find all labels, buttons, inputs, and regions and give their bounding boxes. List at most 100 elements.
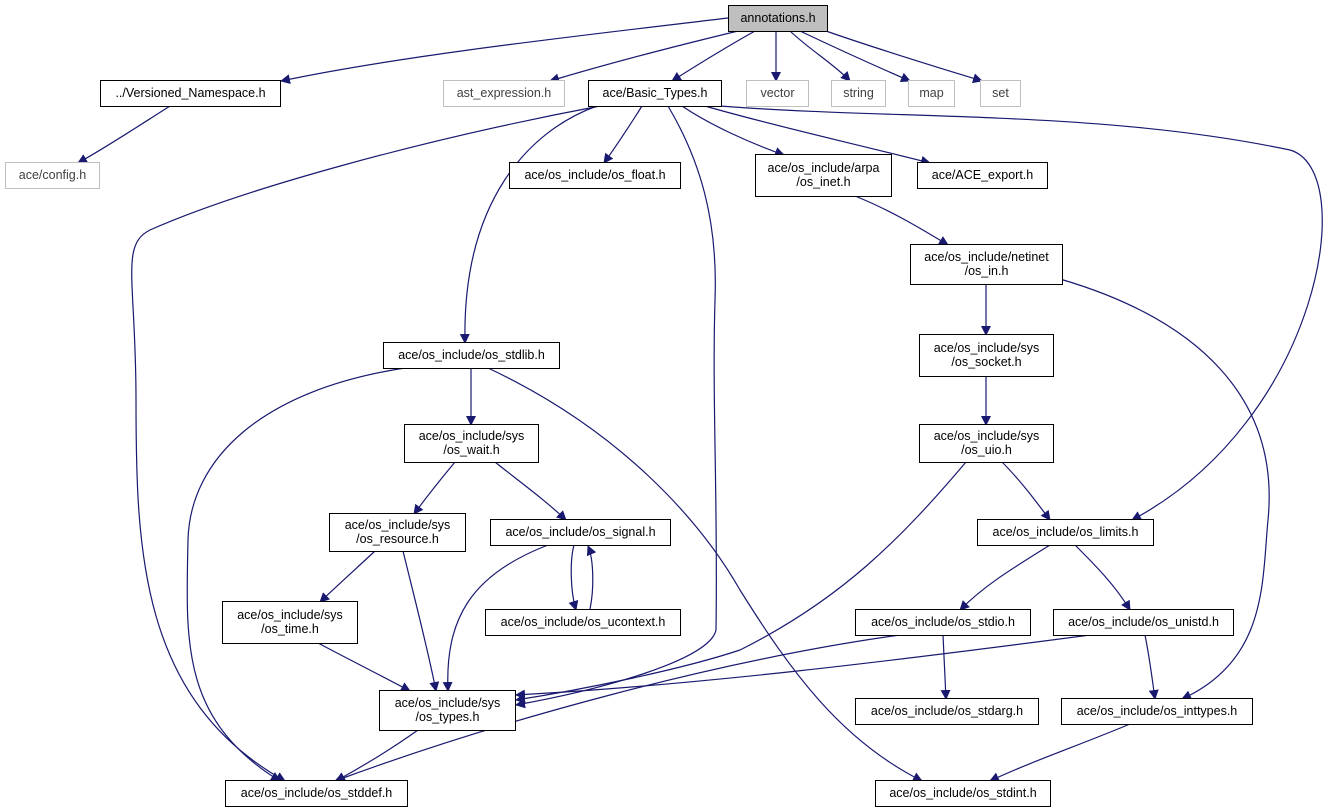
node-label: /os_socket.h <box>951 355 1021 369</box>
edge-annotations-to-string <box>789 30 851 82</box>
edge-annotations-to-basic_types <box>671 30 756 82</box>
node-os_limits[interactable]: ace/os_include/os_limits.h <box>977 519 1154 546</box>
node-box <box>875 780 1051 807</box>
node-label: /os_uio.h <box>961 443 1012 457</box>
edge-os_resource-to-os_time <box>319 550 376 603</box>
node-label: /os_wait.h <box>443 443 499 457</box>
node-box <box>5 162 100 189</box>
node-vector: vector <box>746 80 809 107</box>
node-os_unistd[interactable]: ace/os_include/os_unistd.h <box>1053 609 1234 636</box>
node-box <box>831 80 886 107</box>
node-versioned_ns[interactable]: ../Versioned_Namespace.h <box>100 80 281 107</box>
node-os_ucontext[interactable]: ace/os_include/os_ucontext.h <box>485 609 681 636</box>
edge-basic_types-to-os_inet <box>681 105 785 157</box>
node-label: set <box>992 86 1009 100</box>
node-os_in[interactable]: ace/os_include/netinet/os_in.h <box>910 244 1063 285</box>
node-os_stddef[interactable]: ace/os_include/os_stddef.h <box>225 780 408 807</box>
edge-os_ucontext-to-os_signal <box>586 545 597 610</box>
node-set: set <box>980 80 1021 107</box>
edge-os_limits-to-os_unistd <box>1074 544 1131 611</box>
node-os_uio[interactable]: ace/os_include/sys/os_uio.h <box>919 424 1054 463</box>
edge-versioned_ns-to-config <box>77 105 171 164</box>
edge-os_resource-to-os_types <box>402 550 440 692</box>
node-label: ace/os_include/os_inttypes.h <box>1077 704 1238 718</box>
node-os_inttypes[interactable]: ace/os_include/os_inttypes.h <box>1061 698 1253 725</box>
node-os_types[interactable]: ace/os_include/sys/os_types.h <box>379 690 516 731</box>
node-label: ace/os_include/os_stdarg.h <box>871 704 1023 718</box>
edge-os_types-to-os_stddef <box>335 729 419 782</box>
node-label: ace/ACE_export.h <box>932 168 1033 182</box>
node-os_signal[interactable]: ace/os_include/os_signal.h <box>490 519 671 546</box>
node-label: /os_inet.h <box>796 175 850 189</box>
edge-basic_types-to-os_stddef <box>131 105 601 782</box>
node-label: ace/os_include/os_stdlib.h <box>398 348 545 362</box>
node-label: ace/os_include/os_stdint.h <box>889 786 1036 800</box>
node-os_stdlib[interactable]: ace/os_include/os_stdlib.h <box>383 342 560 369</box>
nodes-layer: annotations.h ../Versioned_Namespace.h ast… <box>5 5 1253 807</box>
node-box <box>379 690 516 731</box>
edge-os_stdlib-to-os_stdint <box>487 367 923 782</box>
edge-os_inttypes-to-os_stdint <box>989 723 1131 782</box>
edge-basic_types-to-ace_export <box>704 105 931 166</box>
edge-basic_types-to-os_float <box>603 105 643 164</box>
edge-os_time-to-os_types <box>317 642 411 692</box>
node-label: ace/os_include/sys <box>395 696 501 710</box>
node-box <box>485 609 681 636</box>
node-os_float[interactable]: ace/os_include/os_float.h <box>509 162 681 189</box>
edge-basic_types-to-os_limits <box>719 105 1323 521</box>
node-box <box>329 513 466 552</box>
node-basic_types[interactable]: ace/Basic_Types.h <box>588 80 722 107</box>
edge-os_wait-to-os_resource <box>413 461 456 515</box>
node-box <box>980 80 1021 107</box>
node-label: ace/Basic_Types.h <box>603 86 708 100</box>
node-label: ace/os_include/sys <box>419 429 525 443</box>
node-label: ace/os_include/netinet <box>924 250 1049 264</box>
node-box <box>977 519 1154 546</box>
node-label: ace/os_include/arpa <box>768 161 880 175</box>
node-box <box>855 698 1039 725</box>
node-box <box>917 162 1048 189</box>
node-config: ace/config.h <box>5 162 100 189</box>
node-box <box>919 334 1054 377</box>
node-box <box>225 780 408 807</box>
node-label: ace/os_include/os_stdio.h <box>871 615 1015 629</box>
edge-os_stdlib-to-os_stddef <box>186 367 406 782</box>
node-label: /os_resource.h <box>356 532 439 546</box>
node-label: ace/os_include/sys <box>934 341 1040 355</box>
node-box <box>746 80 809 107</box>
edge-os_unistd-to-os_types <box>515 634 1091 700</box>
node-os_wait[interactable]: ace/os_include/sys/os_wait.h <box>404 424 539 463</box>
node-label: annotations.h <box>740 11 815 25</box>
edge-annotations-to-versioned_ns <box>280 17 729 85</box>
node-label: vector <box>760 86 794 100</box>
node-box <box>1053 609 1234 636</box>
node-os_inet[interactable]: ace/os_include/arpa/os_inet.h <box>755 154 892 197</box>
node-os_stdarg[interactable]: ace/os_include/os_stdarg.h <box>855 698 1039 725</box>
node-os_stdio[interactable]: ace/os_include/os_stdio.h <box>855 609 1031 636</box>
edge-annotations-to-ast_expression <box>549 30 739 84</box>
node-label: ace/os_include/os_stddef.h <box>241 786 393 800</box>
node-os_socket[interactable]: ace/os_include/sys/os_socket.h <box>919 334 1054 377</box>
node-label: /os_types.h <box>416 710 480 724</box>
node-box <box>855 609 1031 636</box>
node-os_stdint[interactable]: ace/os_include/os_stdint.h <box>875 780 1051 807</box>
node-label: string <box>843 86 874 100</box>
edges-layer <box>77 17 1323 783</box>
node-label: ast_expression.h <box>457 86 552 100</box>
node-label: ace/os_include/os_float.h <box>524 168 665 182</box>
node-os_resource[interactable]: ace/os_include/sys/os_resource.h <box>329 513 466 552</box>
node-ace_export[interactable]: ace/ACE_export.h <box>917 162 1048 189</box>
node-box <box>100 80 281 107</box>
node-annotations: annotations.h <box>728 5 828 32</box>
node-label: /os_time.h <box>261 622 319 636</box>
node-label: ace/os_include/os_unistd.h <box>1068 615 1219 629</box>
edge-os_wait-to-os_signal <box>494 461 567 521</box>
node-box <box>490 519 671 546</box>
node-box <box>383 342 560 369</box>
node-map: map <box>908 80 955 107</box>
node-os_time[interactable]: ace/os_include/sys/os_time.h <box>222 601 358 644</box>
node-box <box>919 424 1054 463</box>
node-box <box>728 5 828 32</box>
node-label: ace/os_include/sys <box>345 518 451 532</box>
